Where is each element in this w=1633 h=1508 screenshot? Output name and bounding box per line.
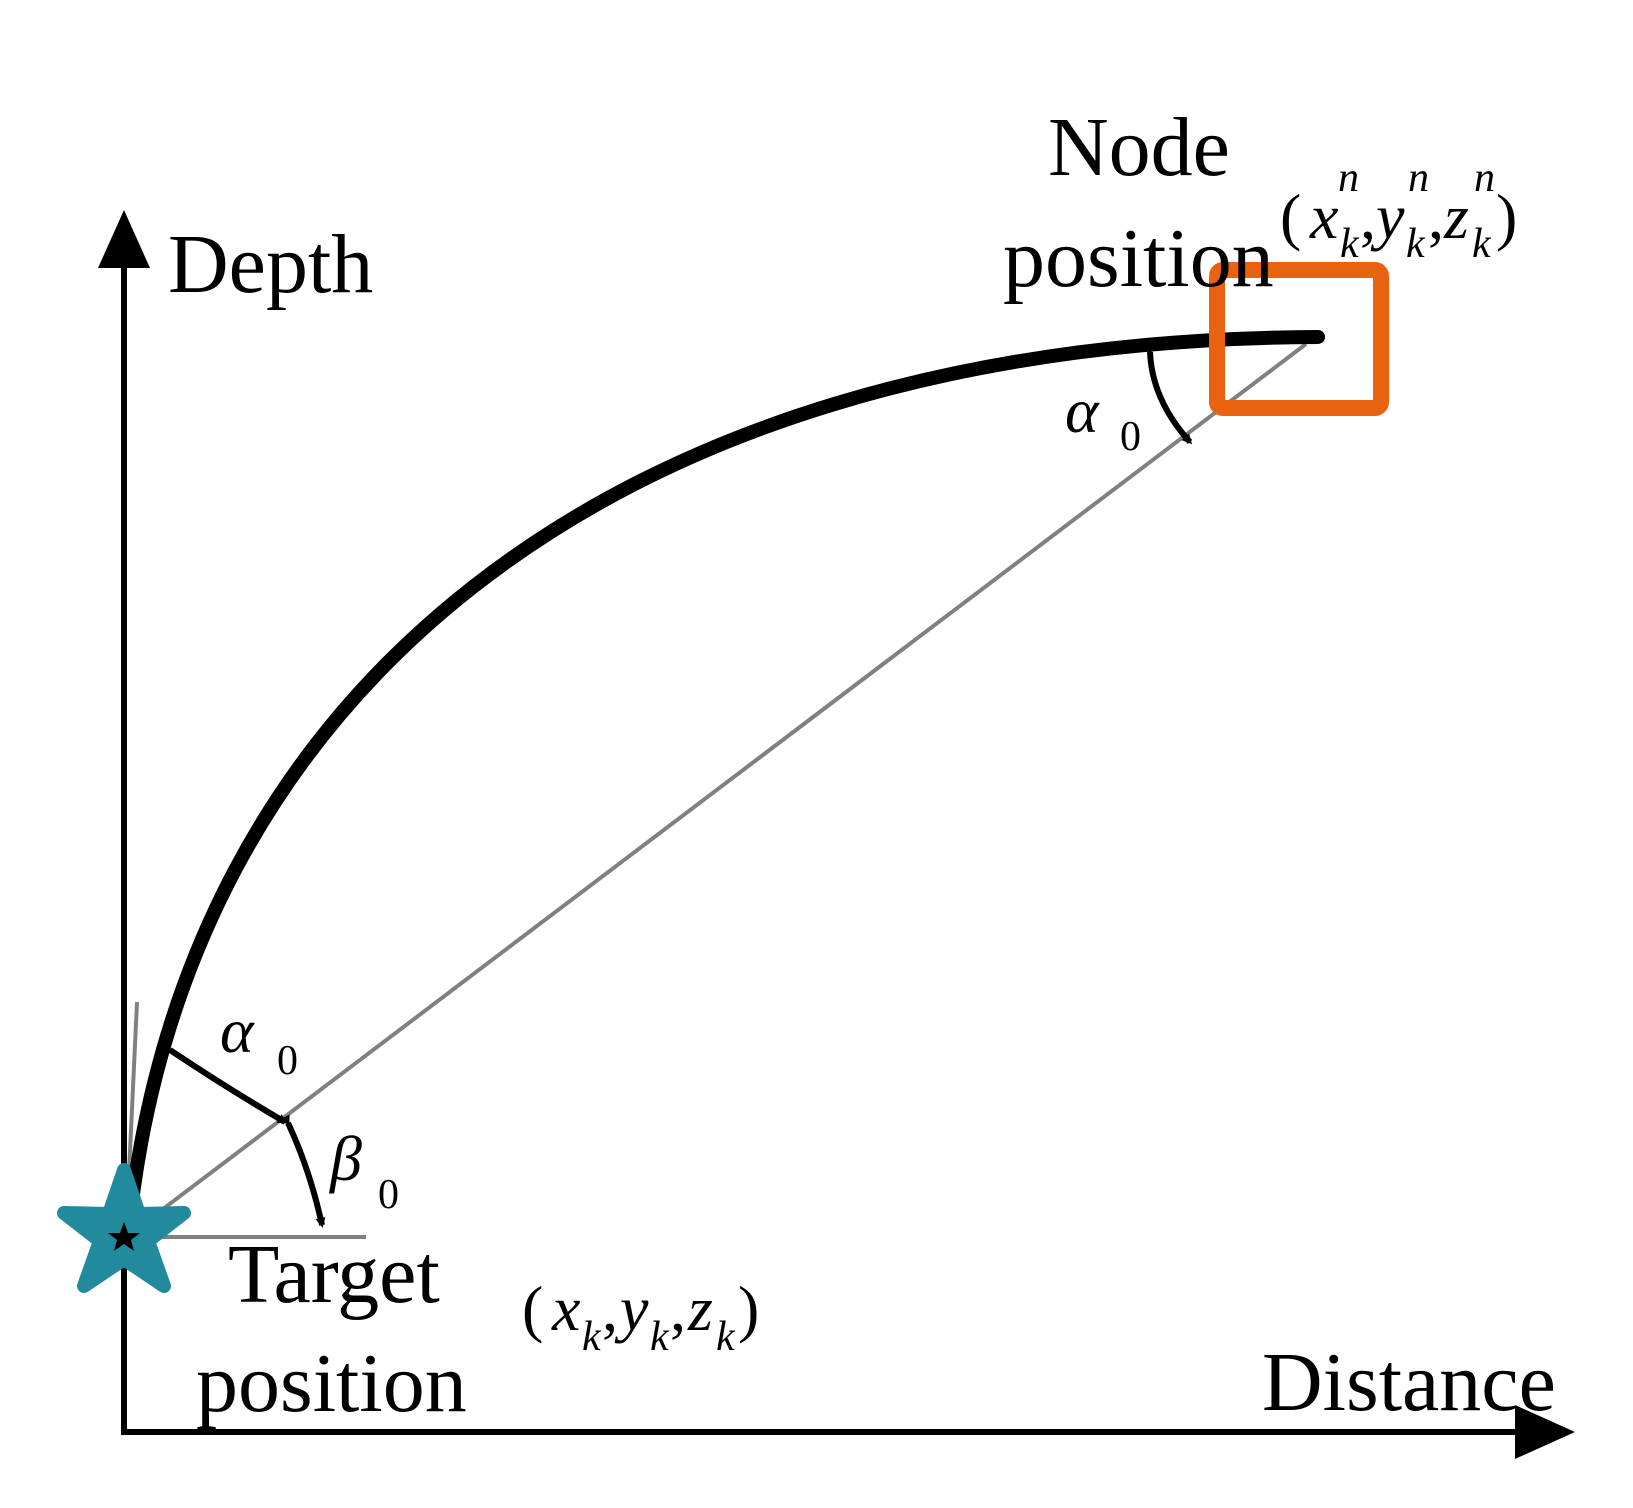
y-axis-label: Depth xyxy=(168,218,373,311)
beta-label: β xyxy=(328,1123,362,1194)
target-coord-comma2: , xyxy=(670,1273,686,1344)
straight-line-chord xyxy=(124,342,1308,1239)
target-coord-x: x xyxy=(551,1273,580,1344)
target-coord-z: z xyxy=(687,1273,713,1344)
alpha-arc-target xyxy=(161,1041,288,1125)
alpha-label-node-sub: 0 xyxy=(1120,414,1141,460)
node-coord-x-sup: n xyxy=(1338,155,1359,201)
target-label-line2: position xyxy=(196,1337,467,1430)
target-coord-x-sub: k xyxy=(582,1314,602,1360)
alpha-arc-node xyxy=(1144,344,1193,445)
node-label-line2: position xyxy=(1003,212,1274,305)
beta-label-sub: 0 xyxy=(378,1172,399,1218)
node-coord-x: x xyxy=(1309,181,1338,252)
ray-path-curve xyxy=(121,330,1325,1244)
x-axis-arrowhead-icon xyxy=(1515,1405,1575,1459)
target-coord-close: ) xyxy=(738,1273,759,1344)
target-coord-y-sub: k xyxy=(650,1314,670,1360)
target-coord-y: y xyxy=(614,1273,649,1344)
node-coord-y-sub: k xyxy=(1406,221,1426,267)
node-coord-z-sup: n xyxy=(1474,155,1495,201)
alpha-label-node: α xyxy=(1065,375,1100,446)
node-coord-close: ) xyxy=(1496,181,1517,252)
alpha-label-target-sub: 0 xyxy=(277,1038,298,1084)
node-coordinates: ( x k n , y k n , z k n ) xyxy=(1280,155,1517,267)
node-coord-open: ( xyxy=(1280,181,1301,252)
target-label-line1: Target xyxy=(228,1228,440,1321)
node-label-line1: Node xyxy=(1048,101,1230,194)
node-coord-y-sup: n xyxy=(1408,155,1429,201)
target-star-center-icon xyxy=(108,1222,140,1251)
target-coord-open: ( xyxy=(522,1273,543,1344)
node-coord-z-sub: k xyxy=(1472,221,1492,267)
target-coord-comma1: , xyxy=(602,1273,618,1344)
x-axis-label: Distance xyxy=(1262,1336,1556,1429)
target-coord-z-sub: k xyxy=(716,1314,736,1360)
node-marker-icon xyxy=(1209,262,1389,416)
target-coordinates: ( x k , y k , z k ) xyxy=(522,1273,759,1360)
alpha-label-target: α xyxy=(220,995,255,1066)
node-coord-x-sub: k xyxy=(1340,221,1360,267)
node-coord-z: z xyxy=(1443,181,1469,252)
beta-arc-target xyxy=(280,1114,326,1228)
node-coord-comma1: , xyxy=(1360,181,1376,252)
y-axis-arrowhead-icon xyxy=(98,210,150,268)
node-coord-y: y xyxy=(1370,181,1405,252)
node-coord-comma2: , xyxy=(1428,181,1444,252)
